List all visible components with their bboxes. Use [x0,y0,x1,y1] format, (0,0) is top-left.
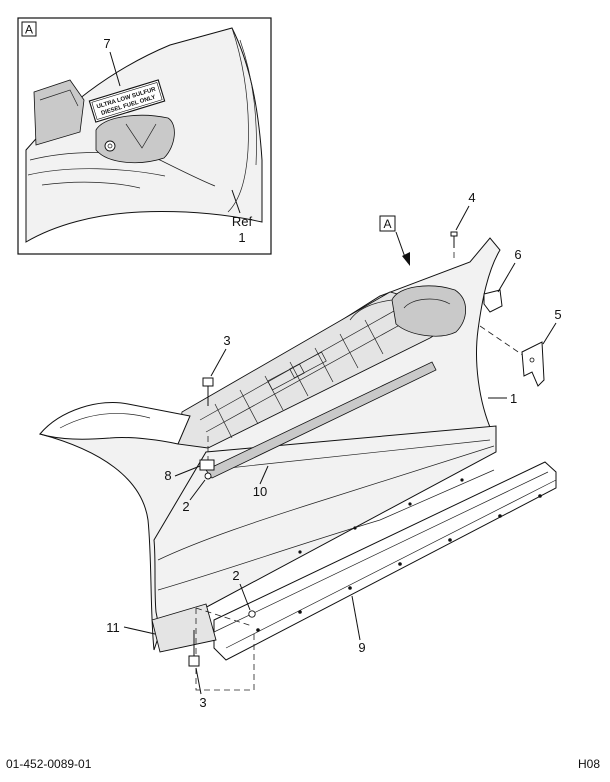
ref-number: 1 [238,230,245,245]
step-lower-face [153,425,497,633]
callout-9: 9 [358,640,365,655]
callout-7: 7 [103,36,110,51]
view-arrow-label: A [383,217,391,231]
decal-ultra-low-sulfur: ULTRA LOW SULFUR DIESEL FUEL ONLY [88,79,166,123]
lower-face-holes [298,478,464,554]
step-assembly [38,231,557,691]
callout-4: 4 [468,190,475,205]
detail-fuel-fill-pocket [95,114,175,163]
left-wing-flange [39,401,191,445]
fuel-tank-pocket [391,285,467,337]
ref-label: Ref [232,214,253,229]
nut-part-2-lower [248,610,256,618]
clip-part-6 [483,289,503,313]
nut-part-2-upper [204,472,212,480]
callout-8: 8 [164,468,171,483]
projection-lines [195,242,531,691]
clamp-part-8 [199,459,215,471]
detail-step-recess [33,79,85,146]
callout-2-upper: 2 [182,499,189,514]
document-number: 01-452-0089-01 [6,757,92,771]
callouts: 1 2 2 3 3 4 5 6 8 9 10 11 [106,190,561,710]
bracket-part-5 [521,341,545,387]
lower-left-bracket [151,603,217,653]
callout-1: 1 [510,391,517,406]
callout-6: 6 [514,247,521,262]
step-plate-holes [256,494,542,632]
callout-11: 11 [106,620,120,635]
callout-3-upper: 3 [223,333,230,348]
callout-5: 5 [554,307,561,322]
sheet-code: H08 [577,757,600,771]
detail-view-a: A ULTRA LOW SULFUR DIESEL FUEL ONLY 7 Re… [17,17,272,255]
bolt-part-3-lower [188,630,200,667]
callout-3-lower: 3 [199,695,206,710]
detail-view-label: A [25,23,33,37]
callout-2-lower: 2 [232,568,239,583]
callout-10: 10 [253,484,267,499]
screw-part-4 [450,231,458,248]
view-arrow-a: A [379,215,410,266]
bolt-part-3-upper [202,377,214,406]
tray-ribs [199,301,417,439]
